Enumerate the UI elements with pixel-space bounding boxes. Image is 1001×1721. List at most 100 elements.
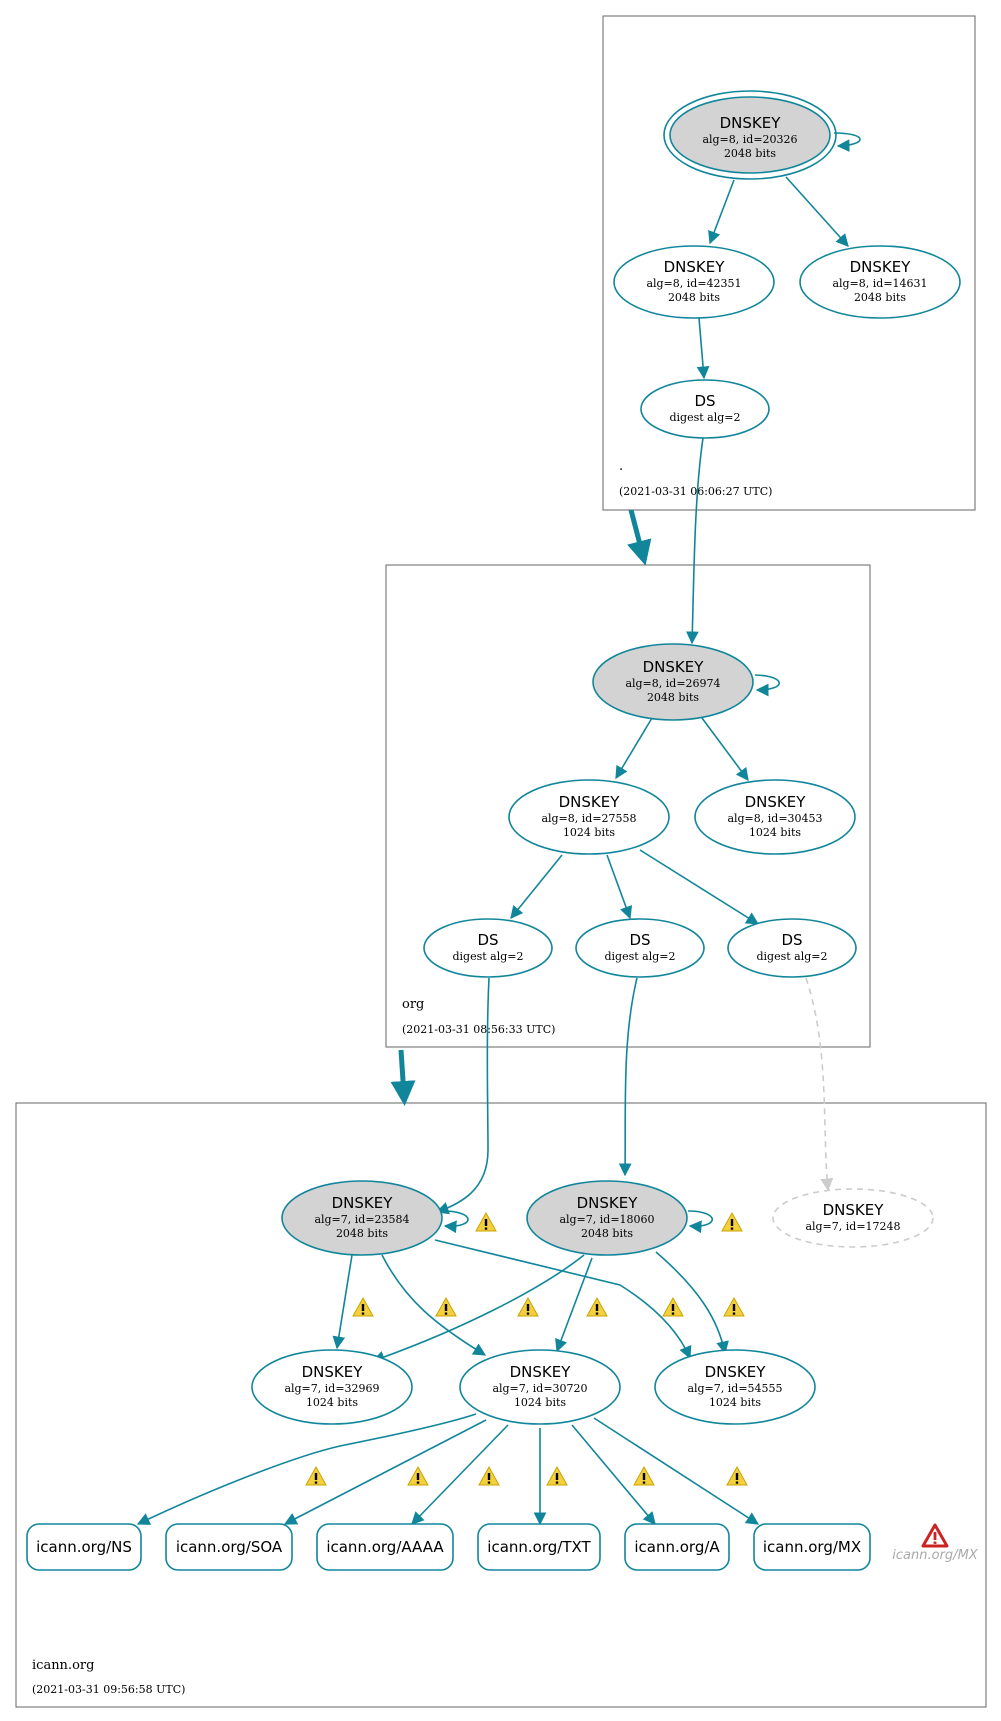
- edge: [655, 1251, 729, 1355]
- node-detail: alg=8, id=27558: [541, 812, 636, 825]
- rrset-ns: icann.org/NS: [26, 1523, 142, 1571]
- node-title: DNSKEY: [302, 1363, 364, 1381]
- node-icann-missing-dnskey: DNSKEY alg=7, id=17248: [772, 1188, 934, 1248]
- node-title: DNSKEY: [577, 1194, 639, 1212]
- edge: [754, 674, 780, 697]
- edge: [687, 1210, 713, 1234]
- node-detail: 2048 bits: [724, 147, 776, 160]
- zone-icann-name: icann.org: [32, 1658, 94, 1673]
- ghost-rrset-label: icann.org/MX: [892, 1548, 978, 1563]
- edge: [639, 849, 760, 925]
- node-detail: digest alg=2: [604, 950, 675, 963]
- node-icann-ksk-18060: DNSKEY alg=7, id=18060 2048 bits: [526, 1180, 688, 1256]
- edge-dashed: [805, 977, 834, 1192]
- edge: [434, 1239, 692, 1360]
- node-detail: alg=7, id=17248: [805, 1220, 900, 1233]
- node-detail: alg=7, id=32969: [284, 1382, 379, 1395]
- edge: [615, 717, 653, 780]
- edge: [833, 132, 861, 153]
- node-title: DS: [477, 931, 498, 949]
- edge: [571, 1424, 656, 1525]
- rrset-label: icann.org/A: [634, 1538, 720, 1556]
- node-title: DNSKEY: [720, 114, 782, 132]
- node-detail: 2048 bits: [668, 291, 720, 304]
- node-title: DNSKEY: [745, 793, 807, 811]
- node-icann-zsk-30720: DNSKEY alg=7, id=30720 1024 bits: [459, 1349, 621, 1425]
- node-icann-zsk-32969: DNSKEY alg=7, id=32969 1024 bits: [251, 1349, 413, 1425]
- node-title: DS: [694, 392, 715, 410]
- node-title: DNSKEY: [510, 1363, 572, 1381]
- edge: [701, 717, 749, 782]
- edge: [606, 854, 633, 920]
- rrset-txt: icann.org/TXT: [477, 1523, 601, 1571]
- edge: [708, 179, 735, 245]
- node-detail: 1024 bits: [306, 1396, 358, 1409]
- node-detail: 1024 bits: [749, 826, 801, 839]
- node-org-ksk: DNSKEY alg=8, id=26974 2048 bits: [592, 643, 754, 721]
- rrset-label: icann.org/NS: [36, 1538, 132, 1556]
- node-detail: alg=8, id=20326: [702, 133, 797, 146]
- node-root-ksk: DNSKEY alg=8, id=20326 2048 bits: [663, 90, 837, 180]
- node-root-ds: DS digest alg=2: [640, 379, 770, 439]
- error-icon: [921, 1523, 949, 1548]
- node-detail: 2048 bits: [854, 291, 906, 304]
- node-title: DS: [781, 931, 802, 949]
- node-detail: digest alg=2: [452, 950, 523, 963]
- node-root-zsk-14631: DNSKEY alg=8, id=14631 2048 bits: [799, 245, 961, 319]
- zone-org-name: org: [402, 997, 424, 1012]
- edge: [332, 1254, 353, 1350]
- delegation-root-org: [627, 509, 652, 566]
- node-root-zsk-42351: DNSKEY alg=8, id=42351 2048 bits: [613, 245, 775, 319]
- node-org-ds-2: DS digest alg=2: [575, 918, 705, 978]
- node-icann-ksk-23584: DNSKEY alg=7, id=23584 2048 bits: [281, 1180, 443, 1256]
- rrset-mx-error: icann.org/MX: [892, 1523, 979, 1563]
- edge: [685, 437, 704, 645]
- node-title: DNSKEY: [643, 658, 705, 676]
- rrset-label: icann.org/AAAA: [326, 1538, 444, 1556]
- node-icann-zsk-54555: DNSKEY alg=7, id=54555 1024 bits: [654, 1349, 816, 1425]
- node-detail: digest alg=2: [669, 411, 740, 424]
- node-org-zsk-30453: DNSKEY alg=8, id=30453 1024 bits: [694, 779, 856, 855]
- zone-root-name: .: [619, 459, 623, 474]
- node-title: DNSKEY: [332, 1194, 394, 1212]
- node-org-ds-1: DS digest alg=2: [423, 918, 553, 978]
- node-detail: alg=7, id=18060: [559, 1213, 654, 1226]
- node-detail: alg=7, id=54555: [687, 1382, 782, 1395]
- node-title: DNSKEY: [559, 793, 621, 811]
- rrset-label: icann.org/MX: [763, 1538, 861, 1556]
- rrset-label: icann.org/SOA: [176, 1538, 283, 1556]
- edge: [371, 1254, 585, 1364]
- node-org-zsk-27558: DNSKEY alg=8, id=27558 1024 bits: [508, 779, 670, 855]
- node-detail: 2048 bits: [647, 691, 699, 704]
- edge: [696, 317, 710, 380]
- edge: [136, 1413, 477, 1525]
- node-detail: alg=7, id=30720: [492, 1382, 587, 1395]
- edge: [510, 854, 563, 919]
- edge: [442, 1210, 469, 1234]
- node-detail: alg=8, id=14631: [832, 277, 927, 290]
- node-detail: digest alg=2: [756, 950, 827, 963]
- node-title: DNSKEY: [823, 1201, 885, 1219]
- rrset-a: icann.org/A: [624, 1523, 730, 1571]
- delegation-org-icann: [390, 1049, 416, 1106]
- node-detail: alg=8, id=26974: [625, 677, 720, 690]
- rrset-mx: icann.org/MX: [753, 1523, 871, 1571]
- node-detail: alg=8, id=42351: [646, 277, 741, 290]
- edge: [435, 977, 490, 1215]
- zone-org-timestamp: (2021-03-31 08:56:33 UTC): [402, 1023, 555, 1036]
- node-title: DNSKEY: [705, 1363, 767, 1381]
- rrset-aaaa: icann.org/AAAA: [316, 1523, 454, 1571]
- edge: [593, 1417, 760, 1525]
- rrset-label: icann.org/TXT: [487, 1538, 591, 1556]
- edge: [411, 1424, 509, 1525]
- rrset-soa: icann.org/SOA: [165, 1523, 293, 1571]
- node-detail: alg=8, id=30453: [727, 812, 822, 825]
- edge: [283, 1419, 487, 1525]
- zone-icann-timestamp: (2021-03-31 09:56:58 UTC): [32, 1683, 185, 1696]
- node-title: DS: [629, 931, 650, 949]
- edge: [618, 977, 638, 1177]
- node-detail: alg=7, id=23584: [314, 1213, 409, 1226]
- edge: [381, 1254, 487, 1356]
- edge: [555, 1257, 593, 1353]
- node-title: DNSKEY: [664, 258, 726, 276]
